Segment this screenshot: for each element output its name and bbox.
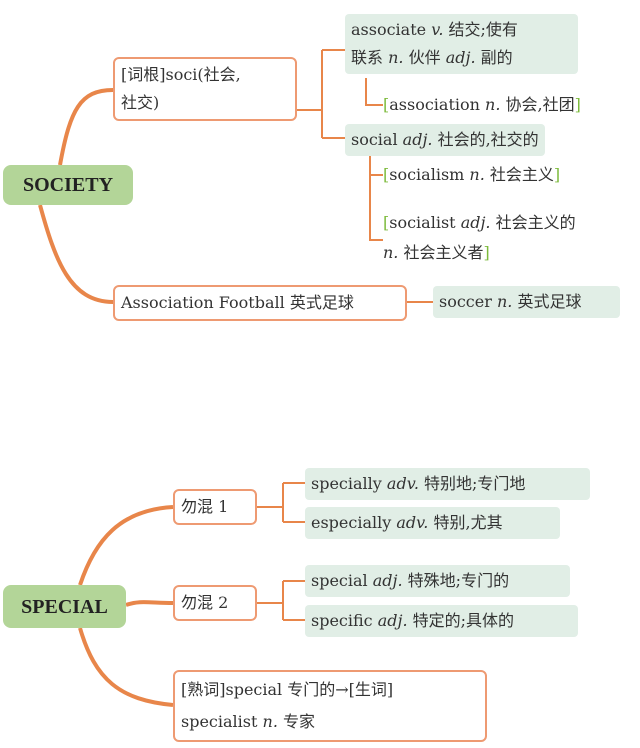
word: special xyxy=(311,571,368,590)
meaning: 特殊地;专门的 xyxy=(407,571,510,590)
pos: adj. xyxy=(445,48,476,67)
node-social: social adj. 社会的,社交的 xyxy=(345,124,545,156)
pos: n. xyxy=(262,712,278,731)
node-root-word: [词根]soci(社会, 社交) xyxy=(113,57,297,121)
branch-line xyxy=(125,600,174,607)
node-text: 社交) xyxy=(121,93,160,112)
node-specially: specially adv. 特别地;专门地 xyxy=(305,468,590,500)
pos: adj. xyxy=(460,213,491,232)
meaning: 专家 xyxy=(283,712,316,731)
meaning: 联系 xyxy=(351,48,384,67)
branch-line xyxy=(365,78,383,106)
word: socialist xyxy=(389,213,456,232)
pos: v. xyxy=(431,20,444,39)
word: specially xyxy=(311,474,382,493)
word: association xyxy=(389,95,480,114)
node-text: [熟词]special 专门的→[生词] xyxy=(181,680,394,699)
word: social xyxy=(351,130,398,149)
branch-line xyxy=(257,580,305,621)
pos: adj. xyxy=(377,611,408,630)
pos: adj. xyxy=(372,571,403,590)
node-specific: specific adj. 特定的;具体的 xyxy=(305,605,578,637)
branch-line xyxy=(38,204,114,304)
meaning: 结交;使有 xyxy=(448,20,518,39)
word: especially xyxy=(311,513,392,532)
node-football: Association Football 英式足球 xyxy=(113,285,407,321)
word: associate xyxy=(351,20,427,39)
pos: adv. xyxy=(396,513,429,532)
branch-line xyxy=(297,49,345,139)
node-special-adj: special adj. 特殊地;专门的 xyxy=(305,565,570,597)
node-association: [association n. 协会,社团] xyxy=(383,95,581,114)
pos: adv. xyxy=(386,474,419,493)
pos: adj. xyxy=(402,130,433,149)
meaning: 副的 xyxy=(480,48,513,67)
word: specialist xyxy=(181,712,258,731)
root-society: SOCIETY xyxy=(3,165,133,205)
branch-line xyxy=(369,150,383,241)
word: socialism xyxy=(389,165,465,184)
meaning: 社会主义 xyxy=(489,165,554,184)
pos: n. xyxy=(496,292,513,311)
pos: n. xyxy=(383,243,399,262)
meaning: 特定的;具体的 xyxy=(412,611,515,630)
meaning: 社会的,社交的 xyxy=(437,130,539,149)
node-familiar-word: [熟词]special 专门的→[生词] specialist n. 专家 xyxy=(173,670,487,742)
branch-line xyxy=(58,88,114,166)
meaning: 社会主义的 xyxy=(495,213,576,232)
meaning: 英式足球 xyxy=(517,292,582,311)
branch-line xyxy=(257,482,305,523)
pos: n. xyxy=(485,95,501,114)
meaning: 协会,社团 xyxy=(505,95,575,114)
word: soccer xyxy=(439,292,492,311)
node-soccer: soccer n. 英式足球 xyxy=(433,286,620,318)
meaning: 伙伴 xyxy=(408,48,441,67)
node-socialism: [socialism n. 社会主义] xyxy=(383,165,561,184)
node-text: [词根]soci(社会, xyxy=(121,65,241,84)
node-group-2: 勿混 2 xyxy=(173,585,257,621)
meaning: 社会主义者 xyxy=(403,243,484,262)
root-special: SPECIAL xyxy=(3,585,126,628)
node-group-1: 勿混 1 xyxy=(173,489,257,525)
meaning: 特别,尤其 xyxy=(433,513,503,532)
branch-line xyxy=(78,505,174,586)
node-especially: especially adv. 特别,尤其 xyxy=(305,507,560,539)
node-associate: associate v. 结交;使有 联系 n. 伙伴 adj. 副的 xyxy=(345,14,578,74)
word: specific xyxy=(311,611,373,630)
pos: n. xyxy=(388,48,404,67)
branch-line xyxy=(78,627,174,707)
pos: n. xyxy=(469,165,485,184)
meaning: 特别地;专门地 xyxy=(424,474,526,493)
